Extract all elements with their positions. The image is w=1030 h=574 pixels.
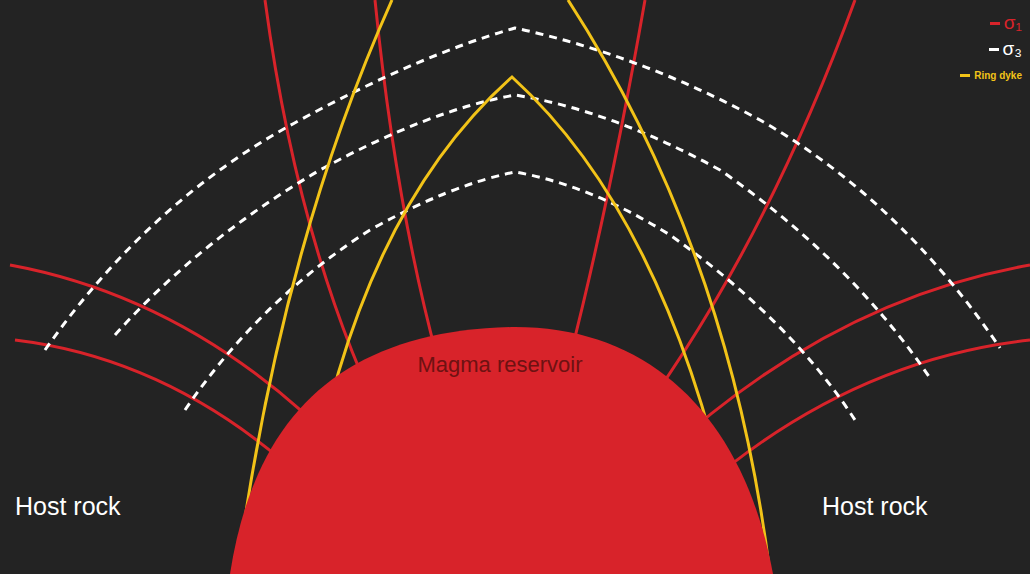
magma-reservoir: Magma reservoir xyxy=(225,322,775,574)
legend-text: Ring dyke xyxy=(974,70,1022,81)
region-label: Host rock xyxy=(15,492,121,521)
sigma1-trajectory xyxy=(700,340,1030,490)
legend-row: Ring dyke xyxy=(960,70,1022,81)
node-label: Magma reservoir xyxy=(415,352,585,377)
sigma1-trajectory xyxy=(375,0,437,357)
legend-row: σ₃ xyxy=(989,38,1022,60)
legend-text: σ₃ xyxy=(1003,38,1022,60)
region-label: Host rock xyxy=(822,492,928,521)
sigma3-trajectory xyxy=(45,28,1000,350)
legend-swatch xyxy=(989,48,999,51)
legend-swatch xyxy=(990,22,1000,25)
legend-swatch xyxy=(960,74,970,77)
legend-row: σ₁ xyxy=(990,12,1022,34)
legend-text: σ₁ xyxy=(1004,12,1022,34)
